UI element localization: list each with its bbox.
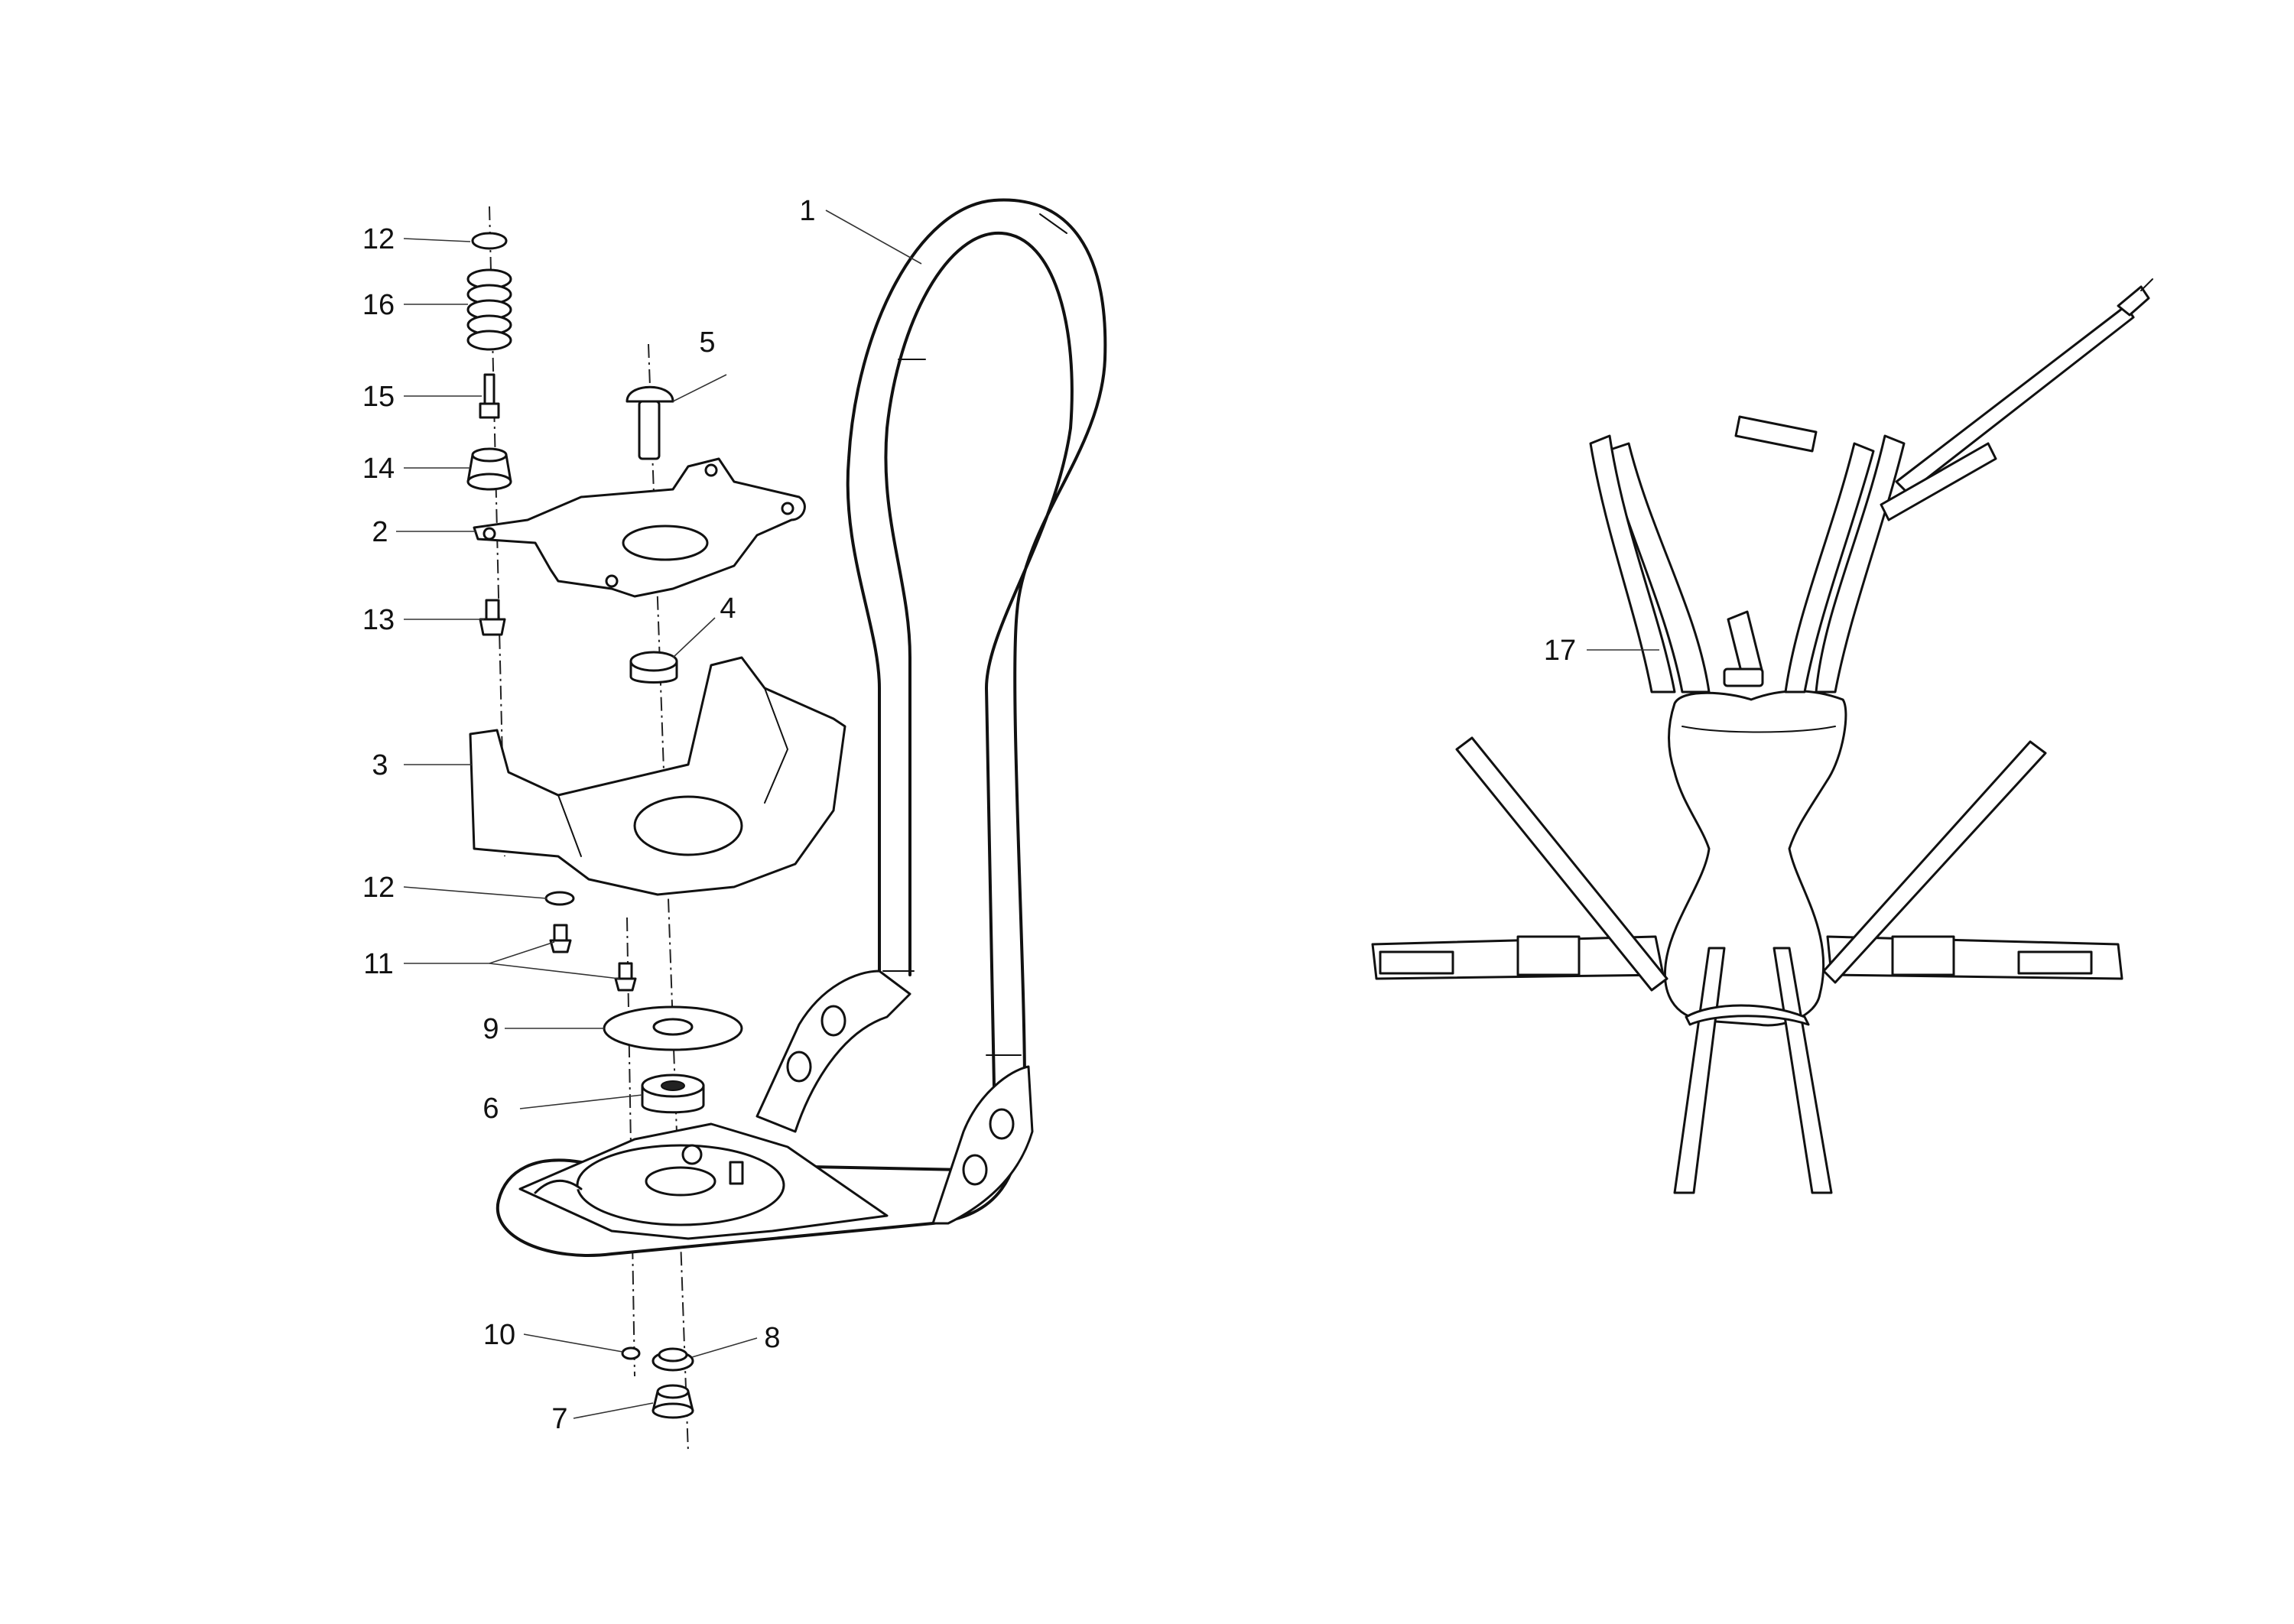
callout-12-lower: 12	[362, 872, 395, 904]
shoulder-harness	[1371, 278, 2153, 1194]
leader-lines	[396, 209, 1659, 1419]
callout-1: 1	[799, 195, 815, 227]
bushing-ring	[629, 651, 678, 684]
washer-lower	[544, 891, 575, 906]
spring	[466, 268, 512, 351]
ball-bearing	[641, 1073, 705, 1114]
callout-9: 9	[483, 1013, 499, 1045]
pivot-housing	[469, 656, 846, 896]
frame-tube	[496, 198, 1107, 1257]
callout-15: 15	[362, 381, 395, 413]
callout-2: 2	[372, 516, 388, 548]
mounting-bracket	[473, 457, 806, 598]
callout-5: 5	[699, 326, 715, 359]
flanged-bushing	[651, 1347, 694, 1372]
callout-3: 3	[372, 749, 388, 781]
lock-nut	[651, 1384, 694, 1419]
callout-16: 16	[362, 289, 395, 321]
small-nut	[621, 1346, 641, 1360]
callout-11: 11	[363, 948, 393, 980]
threaded-bushing	[466, 447, 512, 491]
bolt-bracket	[479, 599, 506, 636]
flange-plate	[603, 1005, 743, 1051]
callout-12-top: 12	[362, 223, 395, 255]
callout-10: 10	[483, 1319, 515, 1351]
bolt-small-top	[479, 373, 500, 419]
carriage-bolt	[625, 385, 674, 460]
callouts: 1 2 3 4 5 6 7 8 9 10 11 12 12 13 14 15 1…	[362, 195, 1576, 1435]
callout-8: 8	[764, 1322, 780, 1354]
callout-17: 17	[1544, 635, 1576, 667]
callout-6: 6	[483, 1093, 499, 1125]
callout-4: 4	[720, 593, 736, 625]
callout-7: 7	[551, 1403, 567, 1435]
base-pivot-plate	[518, 1122, 889, 1240]
bolt-pair	[549, 924, 637, 992]
washer-top	[471, 232, 508, 250]
callout-14: 14	[362, 453, 395, 485]
frame-side-plate-right	[931, 1065, 1034, 1225]
frame-side-plate-left	[755, 970, 911, 1133]
callout-13: 13	[362, 604, 395, 636]
